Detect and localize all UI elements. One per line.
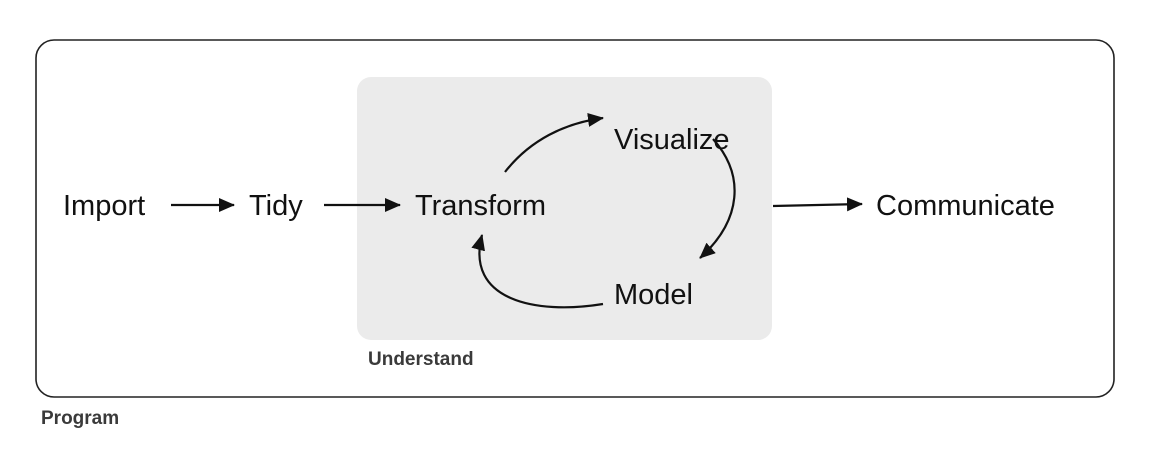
- arrow-model-transform: [471, 234, 604, 309]
- node-communicate: Communicate: [876, 190, 1055, 222]
- node-visualize: Visualize: [614, 124, 730, 156]
- node-import: Import: [63, 190, 145, 222]
- understand-box: [357, 77, 772, 340]
- program-box: [35, 39, 1115, 398]
- node-tidy: Tidy: [249, 190, 303, 222]
- node-transform: Transform: [415, 190, 546, 222]
- arrow-visualize-model: [699, 138, 736, 259]
- program-label: Program: [41, 408, 119, 429]
- arrow-transform-visualize: [504, 113, 604, 173]
- node-model: Model: [614, 279, 693, 311]
- arrow-understand-communicate: [772, 197, 863, 212]
- understand-label: Understand: [368, 349, 474, 370]
